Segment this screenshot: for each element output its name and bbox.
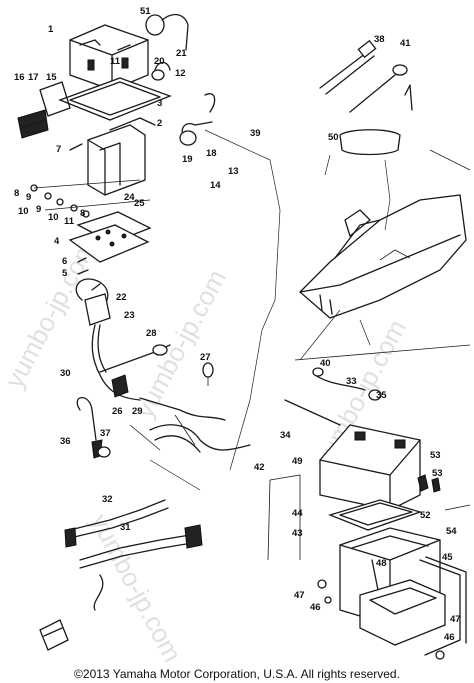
callout-9b: 9 — [36, 204, 41, 215]
jet-ski-hull — [299, 194, 467, 319]
callout-7: 7 — [56, 144, 61, 155]
callout-11b: 11 — [110, 56, 121, 67]
leader-lines-right — [299, 149, 471, 361]
leader-lines-upper — [149, 129, 281, 491]
callout-39: 39 — [250, 128, 261, 139]
callout-11: 11 — [64, 216, 75, 227]
callout-4: 4 — [54, 236, 60, 247]
battery-pad — [328, 499, 423, 531]
callout-50: 50 — [328, 132, 339, 143]
callout-3: 3 — [157, 98, 162, 109]
callout-43: 43 — [292, 528, 303, 539]
callout-18: 18 — [206, 148, 217, 159]
callout-13: 13 — [228, 166, 239, 177]
callout-32: 32 — [102, 494, 113, 505]
battery-strap — [371, 556, 467, 656]
callout-42: 42 — [254, 462, 265, 473]
callout-2: 2 — [157, 118, 162, 129]
callout-6: 6 — [62, 256, 67, 267]
callout-36: 36 — [60, 436, 71, 447]
callout-44: 44 — [292, 508, 303, 519]
tray-fasteners — [317, 474, 445, 660]
callout-16: 16 — [14, 72, 25, 83]
callout-20: 20 — [154, 56, 165, 67]
callout-29: 29 — [132, 406, 143, 417]
battery-cable — [284, 367, 382, 426]
callout-33: 33 — [346, 376, 357, 387]
box-bracket — [87, 117, 156, 196]
callout-31: 31 — [120, 522, 131, 533]
callout-12: 12 — [175, 68, 186, 79]
callout-40: 40 — [320, 358, 331, 369]
callout-8b: 8 — [14, 188, 19, 199]
small-screws — [69, 143, 101, 291]
handlebar-parts — [319, 39, 413, 156]
fuse — [202, 362, 214, 386]
callout-5: 5 — [62, 268, 68, 279]
callout-47: 47 — [294, 590, 305, 601]
callout-19: 19 — [182, 154, 193, 165]
wire-harness — [75, 278, 226, 421]
callout-45: 45 — [442, 552, 453, 563]
callout-17: 17 — [28, 72, 39, 83]
washer-stack — [30, 179, 151, 218]
callout-8: 8 — [80, 208, 85, 219]
callout-48: 48 — [376, 558, 387, 569]
callout-9: 9 — [26, 192, 31, 203]
terminal-plate — [68, 211, 152, 263]
callout-47b: 47 — [450, 614, 461, 625]
callout-53b: 53 — [432, 468, 443, 479]
callout-35: 35 — [376, 390, 387, 401]
callout-22: 22 — [116, 292, 127, 303]
callout-labels: 1 2 3 4 5 6 7 8 9 10 11 12 13 14 15 16 1… — [14, 6, 461, 643]
copyright-notice: ©2013 Yamaha Motor Corporation, U.S.A. A… — [74, 667, 400, 681]
electrical-box — [69, 24, 149, 91]
callout-46b: 46 — [444, 632, 455, 643]
callout-1: 1 — [48, 24, 54, 35]
callout-30: 30 — [60, 368, 71, 379]
callout-27: 27 — [200, 352, 211, 363]
callout-15: 15 — [46, 72, 57, 83]
fuse-holder — [17, 81, 71, 139]
callout-37: 37 — [100, 428, 111, 439]
callout-25: 25 — [134, 198, 145, 209]
callout-38: 38 — [374, 34, 385, 45]
callout-52: 52 — [420, 510, 431, 521]
callout-14: 14 — [210, 180, 221, 191]
starter-relay — [145, 13, 189, 81]
callout-53: 53 — [430, 450, 441, 461]
svg-text:yumbo-jp.com: yumbo-jp.com — [85, 509, 188, 667]
harness-bundle — [129, 414, 251, 453]
box-cover — [58, 77, 172, 121]
cable-assembly — [39, 499, 203, 651]
callout-10b: 10 — [18, 206, 29, 217]
callout-51: 51 — [140, 6, 151, 17]
callout-21: 21 — [176, 48, 187, 59]
relay-harness — [179, 93, 216, 146]
callout-26: 26 — [112, 406, 123, 417]
callout-28: 28 — [146, 328, 157, 339]
callout-10: 10 — [48, 212, 59, 223]
callout-41: 41 — [400, 38, 411, 49]
callout-24: 24 — [124, 192, 135, 203]
battery-tray — [359, 579, 446, 646]
callout-46: 46 — [310, 602, 321, 613]
ground-lead — [76, 396, 111, 459]
battery-frame-lines — [267, 344, 471, 561]
callout-34: 34 — [280, 430, 291, 441]
callout-23: 23 — [124, 310, 135, 321]
callout-49: 49 — [292, 456, 303, 467]
callout-54: 54 — [446, 526, 457, 537]
svg-text:yumbo-jp.com: yumbo-jp.com — [0, 235, 102, 393]
